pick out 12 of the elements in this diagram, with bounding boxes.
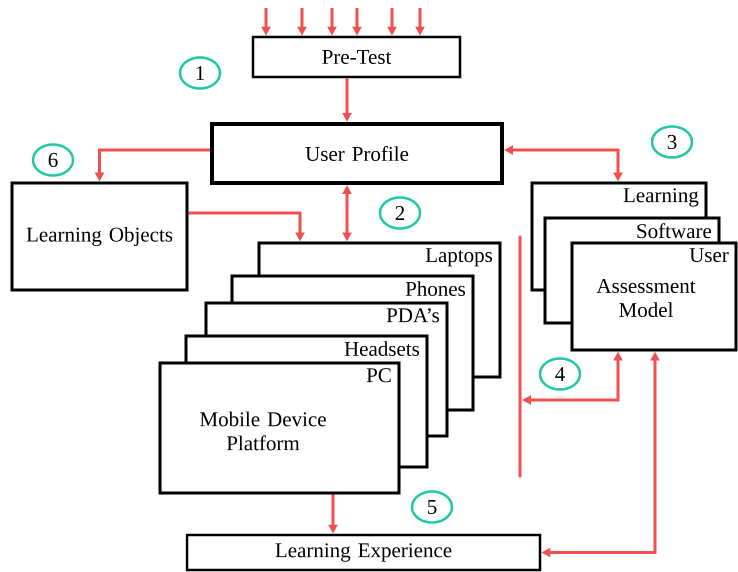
step-number: 6 xyxy=(32,143,74,177)
step-number: 4 xyxy=(538,357,582,391)
step-number: 5 xyxy=(410,490,454,524)
stacked-card: User Assessment Model xyxy=(570,242,738,352)
stacked-card: PC Mobile Device Platform xyxy=(158,362,400,494)
process-box: User Profile xyxy=(210,122,504,185)
process-box: Learning Experience xyxy=(186,534,542,572)
step-number: 3 xyxy=(650,125,694,159)
process-box: Pre-Test xyxy=(252,36,462,78)
process-box: Learning Objects xyxy=(10,182,188,292)
step-number: 1 xyxy=(178,56,222,90)
step-number: 2 xyxy=(378,196,422,230)
